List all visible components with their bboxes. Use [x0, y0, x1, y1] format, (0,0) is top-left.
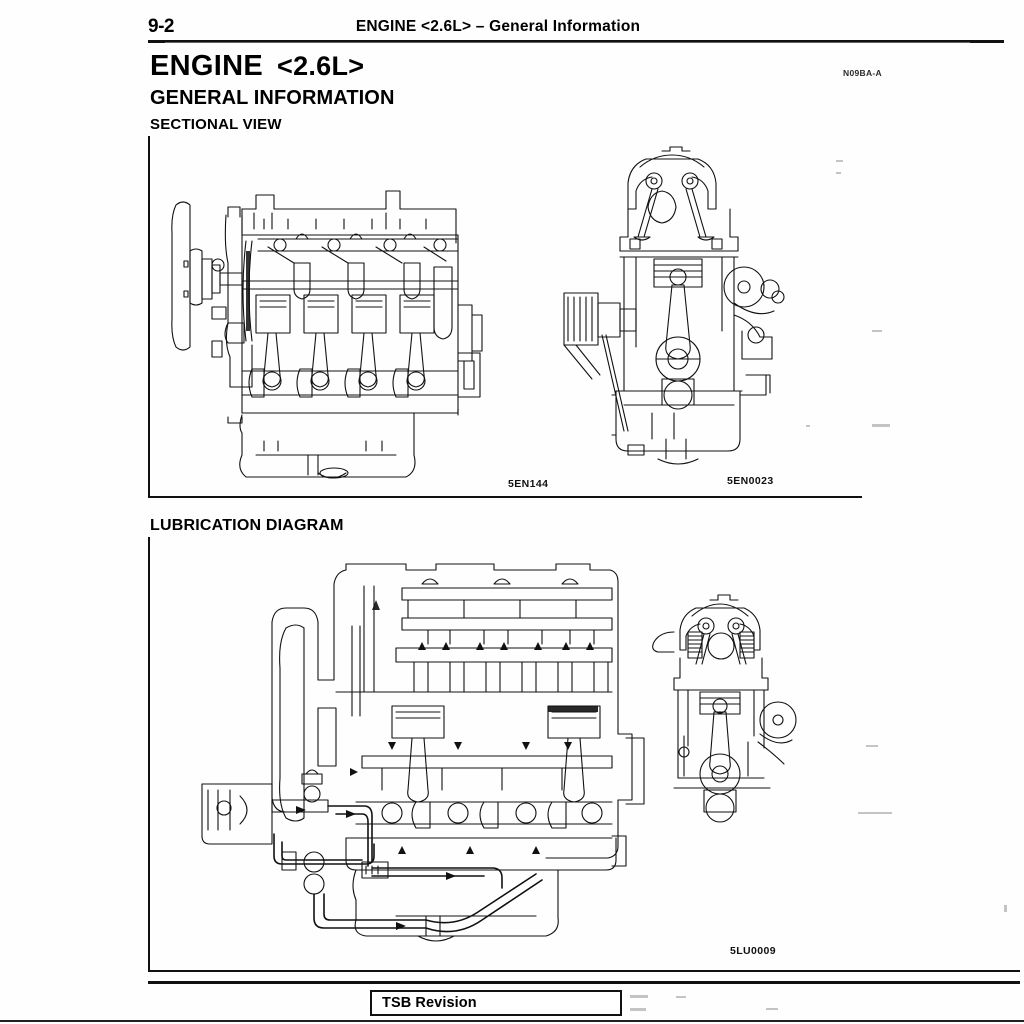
figure-frame-sectional-view — [148, 136, 862, 498]
header-divider-rule — [148, 40, 1004, 43]
scan-artifact — [766, 1008, 778, 1010]
scan-artifact — [836, 172, 841, 174]
page-title-variant: <2.6L> — [277, 51, 365, 81]
scan-artifact — [676, 996, 686, 998]
scan-artifact — [858, 812, 892, 814]
page-title: ENGINE <2.6L> — [150, 50, 364, 83]
figure-caption-5en0023: 5EN0023 — [727, 475, 774, 487]
figure-caption-5en144: 5EN144 — [508, 478, 549, 490]
footer-divider-rule — [148, 981, 1020, 984]
tsb-revision-box — [370, 990, 622, 1016]
scan-artifact — [630, 1008, 646, 1011]
scan-artifact — [1004, 905, 1007, 912]
scan-artifact — [872, 424, 890, 427]
running-header: 9-2 ENGINE <2.6L> – General Information — [148, 16, 1004, 38]
scan-artifact — [836, 160, 843, 162]
figure-caption-5lu0009: 5LU0009 — [730, 945, 776, 957]
tsb-revision-label: TSB Revision — [382, 995, 477, 1011]
section-heading-lubrication-diagram: LUBRICATION DIAGRAM — [150, 517, 344, 534]
page-subtitle: GENERAL INFORMATION — [150, 87, 395, 109]
scan-artifact — [630, 995, 648, 998]
scan-artifact — [866, 745, 878, 747]
scan-artifact — [806, 425, 810, 427]
figure-frame-lubrication-diagram — [148, 537, 1020, 972]
engine-transverse-section-drawing — [558, 145, 794, 481]
lubrication-flow-diagram-drawing — [196, 556, 658, 948]
engine-longitudinal-section-drawing — [168, 155, 498, 485]
page-number: 9-2 — [148, 16, 174, 37]
header-title: ENGINE <2.6L> – General Information — [355, 18, 641, 35]
page-title-text: ENGINE — [150, 50, 263, 82]
lubrication-side-section-drawing — [648, 592, 804, 830]
page-bottom-rule — [0, 1020, 1024, 1022]
section-heading-sectional-view: SECTIONAL VIEW — [150, 116, 282, 133]
reference-code: N09BA-A — [843, 68, 882, 78]
scan-artifact — [872, 330, 882, 332]
